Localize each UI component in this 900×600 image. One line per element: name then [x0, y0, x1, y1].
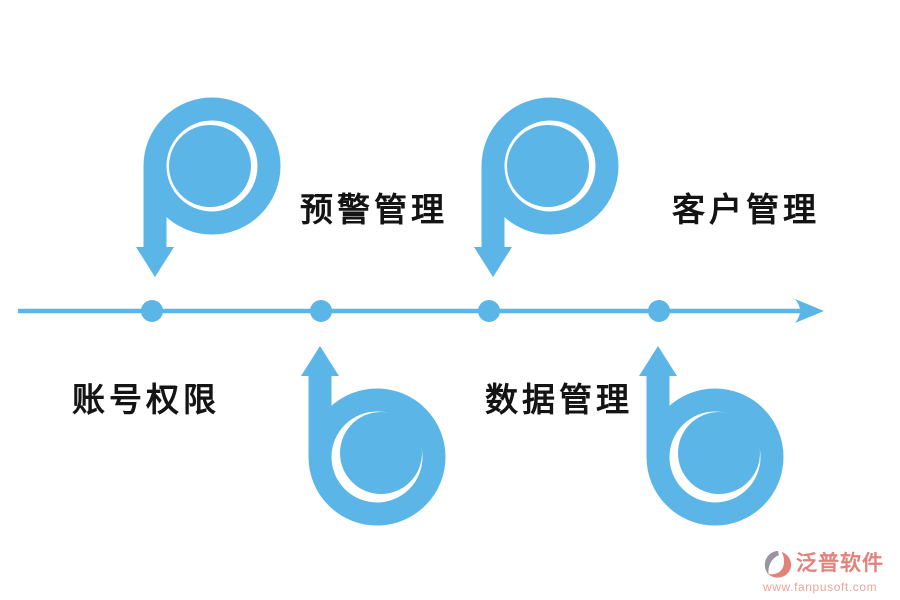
timeline-node-dot-3	[478, 300, 500, 322]
watermark: 泛普软件 www.fanpusoft.com	[763, 548, 884, 594]
p-spiral-down-arrow-icon-2	[474, 109, 607, 277]
timeline-node-dot-2	[310, 300, 332, 322]
timeline-arrowhead-icon	[795, 299, 824, 323]
node-label-warning-management: 预警管理	[300, 191, 448, 228]
timeline	[18, 299, 824, 323]
node-label-data-management: 数据管理	[485, 381, 633, 418]
node-label-account-permissions: 账号权限	[72, 381, 220, 418]
p-spiral-down-arrow-icon-1	[136, 109, 269, 277]
watermark-brand-text: 泛普软件	[796, 552, 884, 576]
fanpu-logo-icon	[764, 550, 792, 578]
timeline-node-dot-1	[141, 300, 163, 322]
b-spiral-up-arrow-icon-2	[639, 346, 772, 514]
timeline-node-dot-4	[648, 300, 670, 322]
watermark-brand-row: 泛普软件	[763, 548, 884, 580]
watermark-url-text: www.fanpusoft.com	[763, 579, 878, 594]
node-label-customer-management: 客户管理	[672, 191, 820, 228]
b-spiral-up-arrow-icon-1	[301, 346, 434, 514]
